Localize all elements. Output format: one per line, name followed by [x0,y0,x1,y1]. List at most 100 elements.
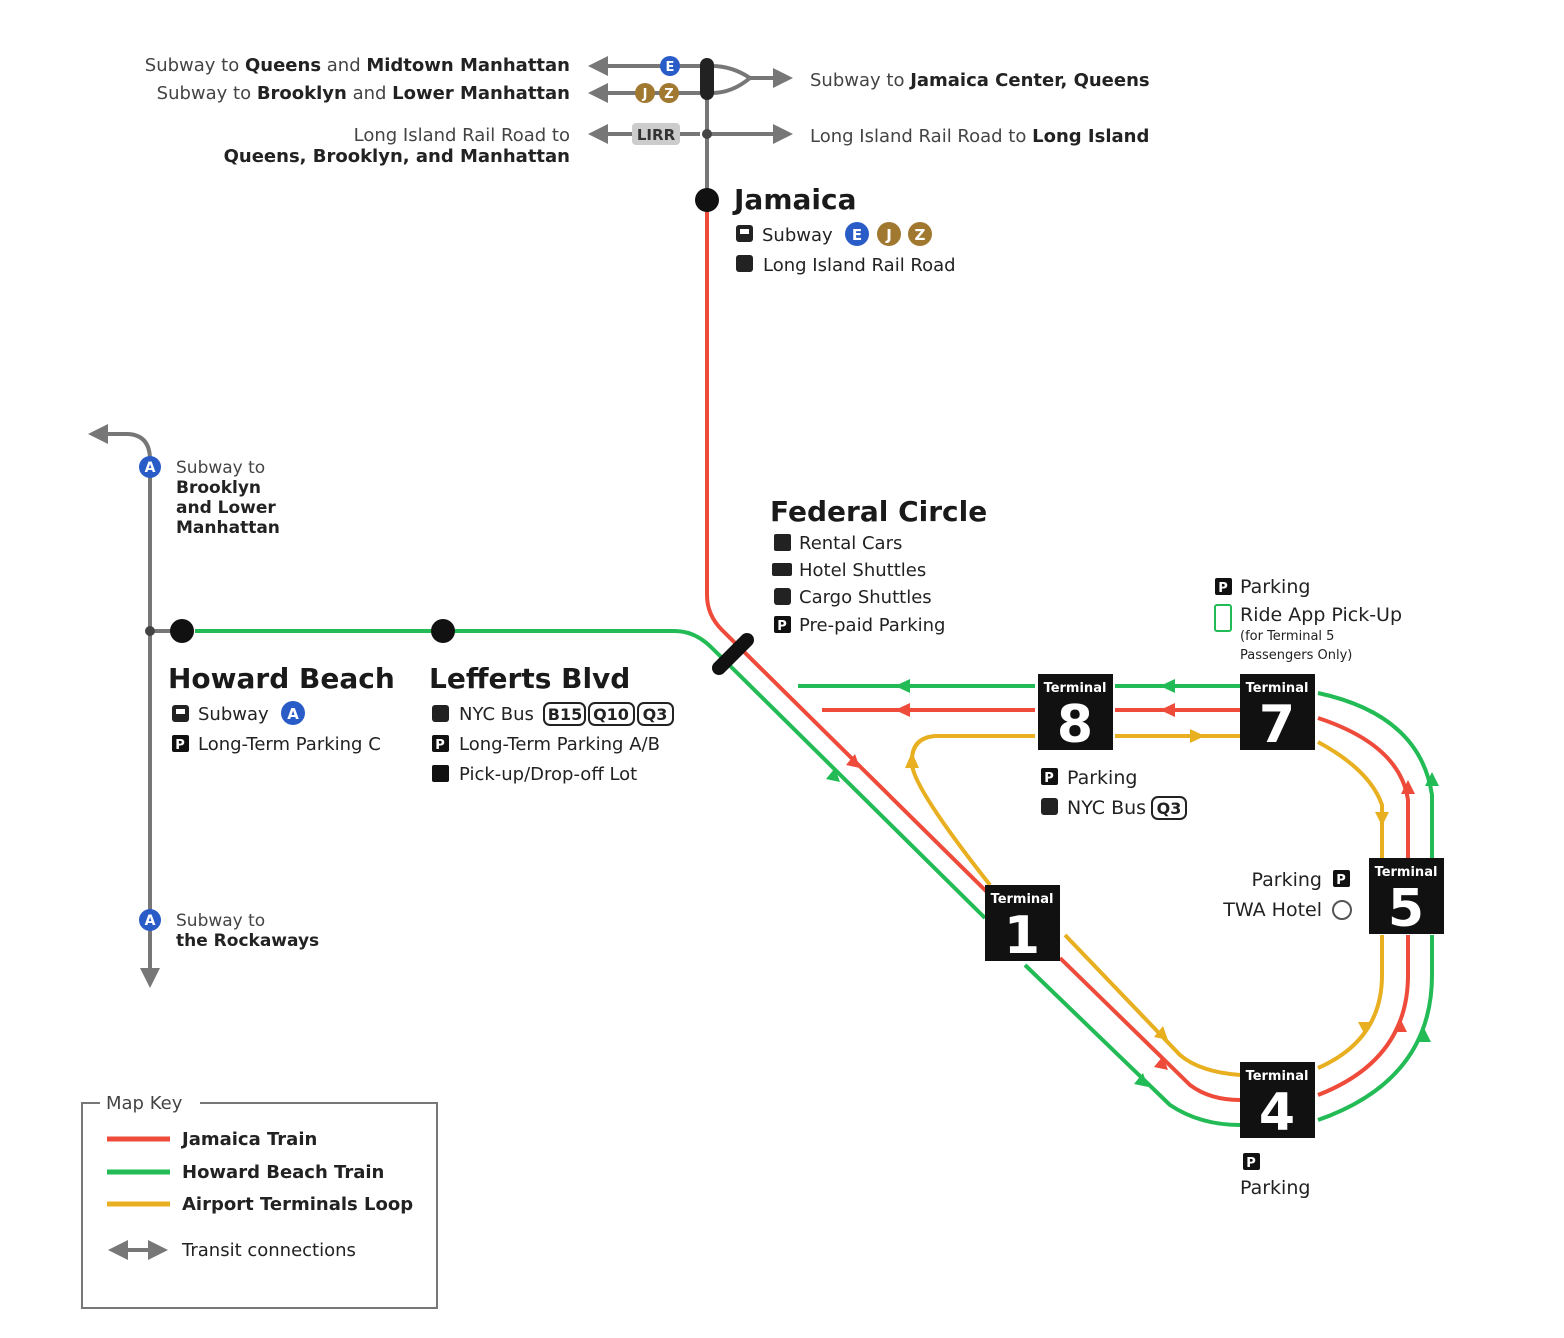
map-key-frame [81,1102,438,1309]
jamaica-train-line [705,200,1410,1102]
t4-parking: Parking [1240,1177,1310,1199]
z-train-badge [659,83,679,103]
terminal-8-label: Terminal [1044,681,1107,696]
lirr-badge [632,123,680,145]
jamaica-z-badge [908,222,932,246]
federal-circle-name: Federal Circle [770,495,987,528]
jamaica-trunk [705,200,992,897]
j-train-badge [635,83,655,103]
parking-icon-label: P [1246,1156,1256,1171]
bus-route-b15 [543,702,586,726]
jamaica-z-label: Z [915,226,926,244]
parking-icon [1215,578,1232,595]
lirr-transfer-dot [702,129,712,139]
t7-ride-app: Ride App Pick-Up [1240,604,1402,626]
conn-lirr-west-1: Long Island Rail Road to [354,125,570,146]
federal-circle-station [712,633,754,675]
green-t5-t7 [1317,691,1434,858]
e-train-badge-label: E [666,60,675,75]
terminal-8-number: 8 [1057,695,1093,755]
map-key: Map Key Jamaica Train Howard Beach Train… [81,1093,438,1309]
green-t4-t5 [1317,935,1434,1122]
terminal-1-box [985,885,1060,961]
loop-t1-t4 [1063,933,1241,1077]
conn-lirr-west-2: Queens, Brooklyn, and Manhattan [224,146,570,167]
terminal-7-number: 7 [1259,695,1295,755]
t8-parking: Parking [1067,767,1137,789]
bus-icon [432,705,449,722]
hotel-shuttle-icon [772,563,792,576]
loop-t5-t7 [1317,740,1384,858]
howard-parking: Long-Term Parking C [198,734,381,755]
arrow-jamaica-center-branch [711,76,752,95]
a-south-2: the Rockaways [176,931,319,951]
arrow-jamaica-center [711,64,793,88]
terminal-5-box [1369,858,1444,934]
lefferts-pickup: Pick-up/Drop-off Lot [459,764,637,785]
parking-icon [1333,870,1350,887]
cargo-shuttle-icon [774,588,791,605]
terminal-4-label: Terminal [1246,1069,1309,1084]
train-icon [736,255,753,272]
conn-lirr-east: Long Island Rail Road to Long Island [810,126,1149,147]
bus-icon [1041,798,1058,815]
conn-jamaica-center: Subway to Jamaica Center, Queens [810,70,1150,91]
a-north-1: Subway to [176,458,265,478]
bus-route-q3-label: Q3 [643,705,668,724]
conn-queens-midtown: Subway to Queens and Midtown Manhattan [145,55,570,76]
legend-transit: Transit connections [181,1240,356,1261]
pickup-dropoff-icon [432,765,449,782]
green-t1-t4 [1023,963,1241,1127]
parking-icon [1041,768,1058,785]
terminal-1-number: 1 [1004,906,1040,966]
a-south-1: Subway to [176,911,265,931]
howard-a-label: A [287,705,299,723]
subway-icon-window [176,709,185,714]
ride-app-icon [1214,604,1232,632]
fc-rental-cars: Rental Cars [799,533,902,554]
legend-howard: Howard Beach Train [182,1162,384,1183]
direction-arrows [826,679,1439,1087]
howard-a-badge [281,701,305,725]
legend-loop: Airport Terminals Loop [182,1194,413,1215]
terminal-1-label: Terminal [991,892,1054,907]
t8-bus: NYC Bus [1067,797,1146,819]
terminal-4-box [1240,1062,1315,1138]
t5-parking: Parking [1252,869,1322,891]
red-t4-t5 [1317,935,1410,1097]
t7-note-2: Passengers Only) [1240,648,1352,663]
howard-trunk [195,629,987,920]
fc-cargo-shuttles: Cargo Shuttles [799,587,932,608]
parking-icon-label: P [1044,771,1054,786]
lefferts-bus: NYC Bus [459,704,534,725]
red-t5-t7 [1317,716,1410,858]
parking-icon-label: P [435,738,445,753]
e-train-badge [660,56,680,76]
a-south-label: A [145,913,156,929]
t5-twa-hotel: TWA Hotel [1222,899,1322,921]
red-t1-t4 [1058,956,1241,1102]
jamaica-lirr: Long Island Rail Road [763,255,956,276]
rental-car-icon [774,534,791,551]
lefferts-parking: Long-Term Parking A/B [459,734,660,755]
bus-route-q3 [637,702,674,726]
a-line-connection [88,424,152,980]
conn-brooklyn-lower: Subway to Brooklyn and Lower Manhattan [157,83,570,104]
bus-route-q10-label: Q10 [593,705,629,724]
t8-bus-route [1151,796,1187,820]
terminal-7-box [1240,674,1315,750]
jamaica-e-badge [845,222,869,246]
parking-icon [172,735,189,752]
jamaica-station-dot [695,188,719,212]
terminal-4-number: 4 [1259,1083,1295,1143]
t7-note-1: (for Terminal 5 [1240,629,1334,644]
bus-route-b15-label: B15 [548,705,582,724]
jamaica-subway: Subway [762,225,833,246]
parking-icon-label: P [175,738,185,753]
jamaica-j-label: J [885,226,892,244]
jamaica-name: Jamaica [732,183,856,216]
howard-beach-transfer-dot [145,626,155,636]
a-south-badge [139,909,161,931]
howard-beach-station-dot [170,619,194,643]
